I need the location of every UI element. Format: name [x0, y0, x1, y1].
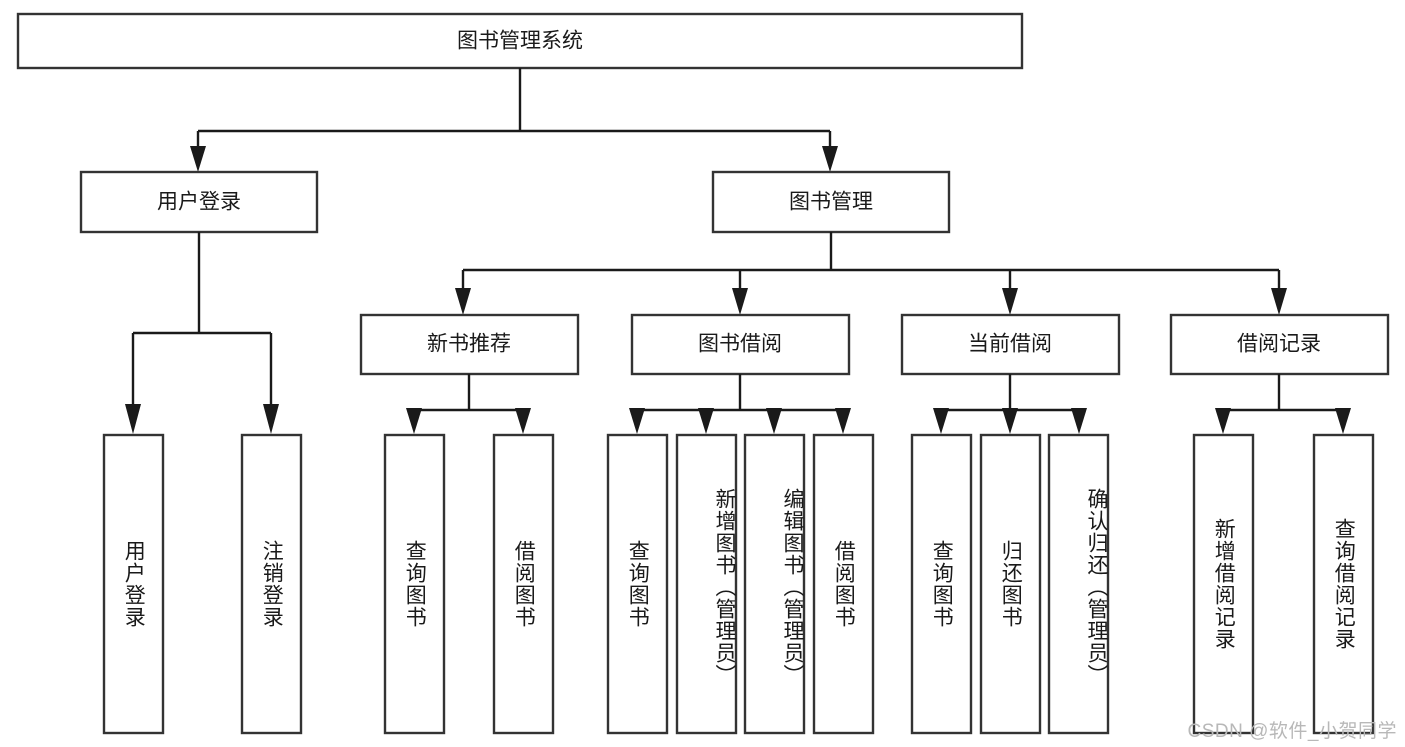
leaf-box-query-record[interactable]: [1312, 433, 1375, 735]
arrow-bookmgmt-c2: [732, 288, 748, 315]
leaf-box-add-record[interactable]: [1192, 433, 1255, 735]
root-label: 图书管理系统: [457, 30, 583, 53]
node-user-login[interactable]: 用户登录: [79, 170, 319, 234]
arrow-bookmgmt-c4: [1271, 288, 1287, 315]
arrow-userlogin-leaf2: [263, 404, 279, 434]
arrow-to-userlogin: [190, 146, 206, 172]
current-borrow-label: 当前借阅: [968, 333, 1052, 356]
borrow-record-box[interactable]: [1169, 313, 1390, 376]
arrow-userlogin-leaf1: [125, 404, 141, 434]
leaf-box-borrow-book-nb[interactable]: [492, 433, 555, 735]
user-login-label: 用户登录: [157, 191, 241, 214]
book-management-box[interactable]: [711, 170, 951, 234]
arrow-currentborrow-leaf2: [1002, 408, 1018, 434]
node-book-borrow[interactable]: 图书借阅: [630, 313, 851, 376]
leaf-box-borrow-book-bb[interactable]: [812, 433, 875, 735]
leaf-box-logout[interactable]: [240, 433, 303, 735]
arrow-borrowrecord-leaf2: [1335, 408, 1351, 434]
arrow-currentborrow-leaf3: [1071, 408, 1087, 434]
node-root[interactable]: 图书管理系统: [16, 12, 1024, 70]
node-borrow-record[interactable]: 借阅记录: [1169, 313, 1390, 376]
root-box[interactable]: [16, 12, 1024, 70]
arrow-currentborrow-leaf1: [933, 408, 949, 434]
arrow-bookborrow-leaf1: [629, 408, 645, 434]
current-borrow-box[interactable]: [900, 313, 1121, 376]
arrow-to-bookmgmt: [822, 146, 838, 172]
borrow-record-label: 借阅记录: [1237, 333, 1321, 356]
node-current-borrow[interactable]: 当前借阅: [900, 313, 1121, 376]
arrow-bookmgmt-c3: [1002, 288, 1018, 315]
leaf-box-query-book-bb[interactable]: [606, 433, 669, 735]
node-new-book-recommend[interactable]: 新书推荐: [359, 313, 580, 376]
leaf-box-query-book-nb[interactable]: [383, 433, 446, 735]
book-borrow-label: 图书借阅: [698, 333, 782, 356]
arrow-bookborrow-leaf2: [698, 408, 714, 434]
book-management-label: 图书管理: [789, 191, 873, 214]
leaf-box-edit-book[interactable]: [743, 433, 806, 735]
arrow-newbook-leaf2: [515, 408, 531, 434]
leaf-box-user-login[interactable]: [102, 433, 165, 735]
arrow-bookmgmt-c1: [455, 288, 471, 315]
arrow-newbook-leaf1: [406, 408, 422, 434]
leaf-box-add-book[interactable]: [675, 433, 738, 735]
leaf-box-confirm-return[interactable]: [1047, 433, 1110, 735]
csdn-watermark: CSDN @软件_小贺同学: [1187, 721, 1397, 742]
node-book-management[interactable]: 图书管理: [711, 170, 951, 234]
arrow-bookborrow-leaf4: [835, 408, 851, 434]
book-borrow-box[interactable]: [630, 313, 851, 376]
arrow-bookborrow-leaf3: [766, 408, 782, 434]
leaf-box-return-book[interactable]: [979, 433, 1042, 735]
arrow-borrowrecord-leaf1: [1215, 408, 1231, 434]
leaf-box-query-book-cb[interactable]: [910, 433, 973, 735]
new-book-recommend-box[interactable]: [359, 313, 580, 376]
new-book-recommend-label: 新书推荐: [427, 333, 511, 356]
